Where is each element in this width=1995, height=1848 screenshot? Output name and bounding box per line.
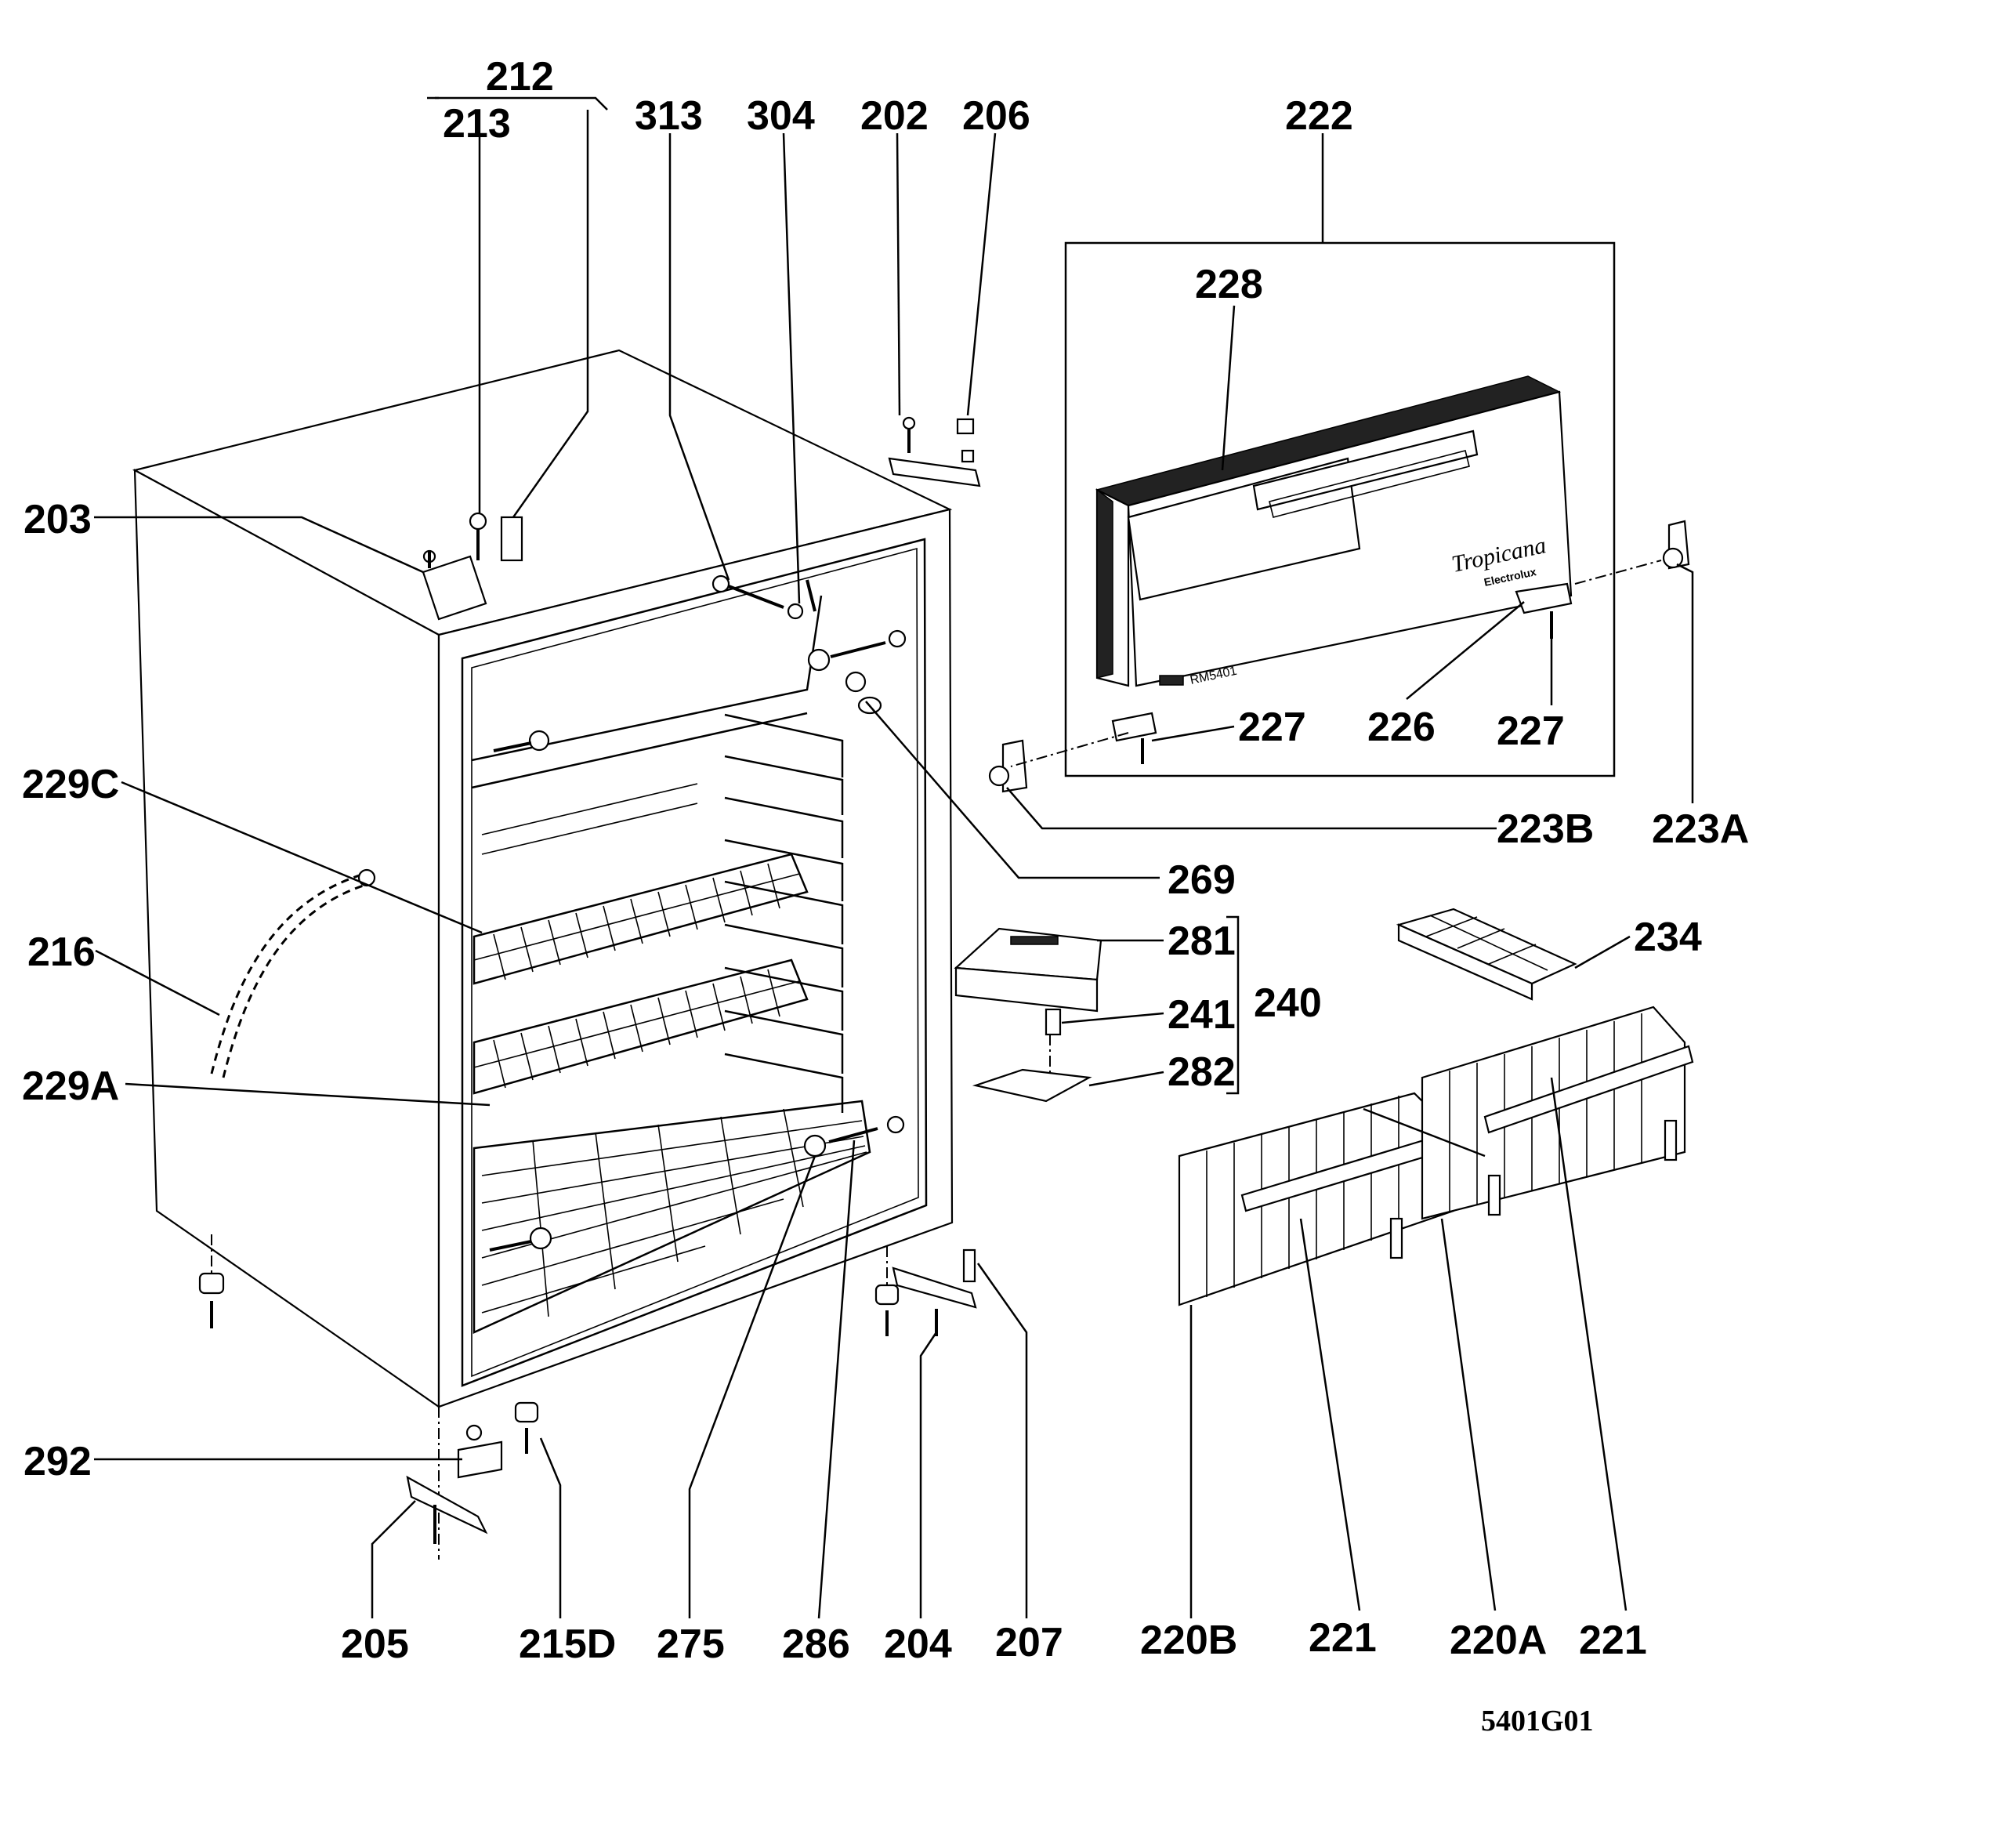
callout-222: 222 [1285,93,1353,139]
evaporator-cover-220B [1178,1092,1455,1306]
drain-tube [210,872,365,1074]
callout-206: 206 [962,93,1030,139]
callout-281: 281 [1168,919,1236,964]
callout-216: 216 [27,929,96,975]
wire-shelf-lower [472,958,809,1095]
callout-227-left: 227 [1238,705,1306,750]
callout-203: 203 [24,497,92,542]
callout-275: 275 [657,1622,725,1667]
wire-shelf-upper [472,853,809,985]
drawing-code: 5401G01 [1481,1705,1594,1737]
bottom-fins [472,1100,871,1334]
callout-228: 228 [1195,262,1263,307]
callout-221-left: 221 [1309,1615,1377,1661]
callout-286: 286 [782,1622,850,1667]
refrigerator-cabinet [132,349,981,1560]
callout-269: 269 [1168,857,1236,903]
callout-202: 202 [860,93,929,139]
callout-234: 234 [1634,915,1702,960]
top-hinge-left [422,512,523,621]
callout-226: 226 [1367,705,1436,750]
callout-313: 313 [635,93,703,139]
callout-213: 213 [443,101,511,147]
ice-tray [1396,908,1577,1001]
callout-215D: 215D [519,1622,616,1667]
leader-lines [94,96,1694,1619]
shelf-support-ribs [724,713,844,1113]
callout-229A: 229A [22,1064,119,1109]
bottom-hinge-right [892,1248,977,1336]
callout-292: 292 [24,1439,92,1484]
callout-212: 212 [486,54,554,100]
callout-304: 304 [747,93,815,139]
callout-223A: 223A [1652,806,1749,852]
callout-223B: 223B [1497,806,1594,852]
callout-204: 204 [884,1622,952,1667]
drip-tray-assembly [954,915,1240,1103]
door-assembly: Tropicana Electrolux RM5401 [988,241,1690,793]
callout-220A: 220A [1450,1618,1547,1663]
callout-241: 241 [1168,992,1236,1038]
feet [198,1234,900,1560]
callout-282: 282 [1168,1049,1236,1095]
bottom-hinge-left [406,1424,503,1544]
callout-221-right: 221 [1579,1618,1647,1663]
callout-229C: 229C [22,762,119,807]
interior-fixings [489,574,907,1252]
callout-220B: 220B [1140,1618,1237,1663]
callout-labels: 212 213 313 304 202 206 222 228 203 229C… [22,54,1749,1737]
callout-205: 205 [341,1622,409,1667]
callout-207: 207 [995,1620,1063,1665]
top-hinge-right [888,416,981,487]
callout-240: 240 [1254,980,1322,1026]
evaporator-cover-220A [1421,1006,1694,1220]
callout-227-right: 227 [1497,708,1565,754]
